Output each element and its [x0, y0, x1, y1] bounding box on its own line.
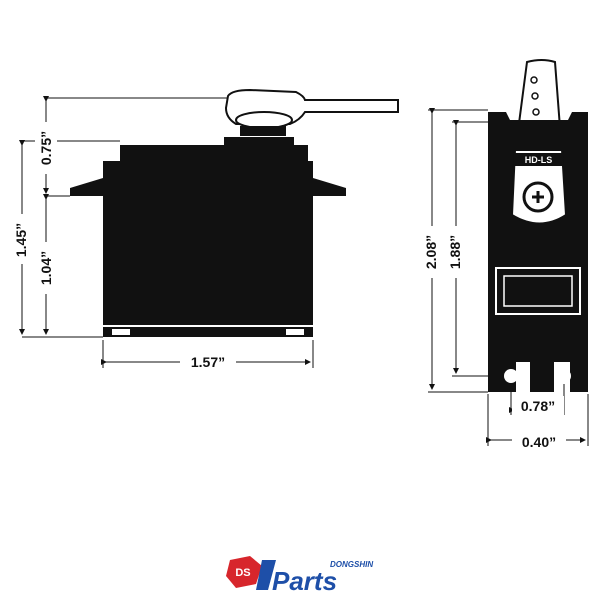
label-front-height-inner: 1.88”	[447, 235, 463, 269]
logo-main-text: Parts	[272, 566, 337, 596]
svg-text:DS: DS	[235, 567, 250, 579]
logo-top-text: DONGSHIN	[330, 560, 373, 569]
arm-hub	[235, 111, 293, 129]
label-height-top: 0.75”	[38, 131, 54, 165]
top-cap-step	[224, 137, 294, 147]
output-spline	[240, 126, 286, 136]
front-view: HD-LS 2.08” 1.88” 0.78” 0.40”	[420, 59, 589, 452]
label-mount-spacing: 0.78”	[521, 398, 555, 414]
mount-ear-right	[313, 178, 346, 196]
label-depth: 0.40”	[522, 434, 556, 450]
logo-mark-icon	[226, 556, 262, 588]
mount-slot-left	[504, 369, 518, 383]
bottom-notch-right	[286, 329, 304, 335]
label-front-height-total: 2.08”	[423, 235, 439, 269]
horn-hole	[531, 92, 539, 100]
screw-cross-icon	[532, 191, 544, 203]
side-view: 1.45” 0.75” 1.04” 1.57”	[10, 88, 399, 372]
horn-model-label: HD-LS	[525, 155, 553, 165]
main-body	[103, 161, 313, 325]
top-cap	[120, 145, 308, 161]
horn-hole	[530, 76, 538, 84]
logo-wrench-icon	[256, 560, 276, 590]
horn-hole	[532, 108, 540, 116]
dongshin-parts-logo: DS DONGSHIN Parts	[226, 556, 373, 596]
label-width: 1.57”	[191, 354, 225, 370]
label-height-total: 1.45”	[13, 223, 29, 257]
mount-ear-left	[70, 178, 103, 196]
bottom-plate	[103, 327, 313, 337]
mount-slot-right	[557, 369, 571, 383]
bottom-notch-left	[112, 329, 130, 335]
label-height-body: 1.04”	[38, 251, 54, 285]
